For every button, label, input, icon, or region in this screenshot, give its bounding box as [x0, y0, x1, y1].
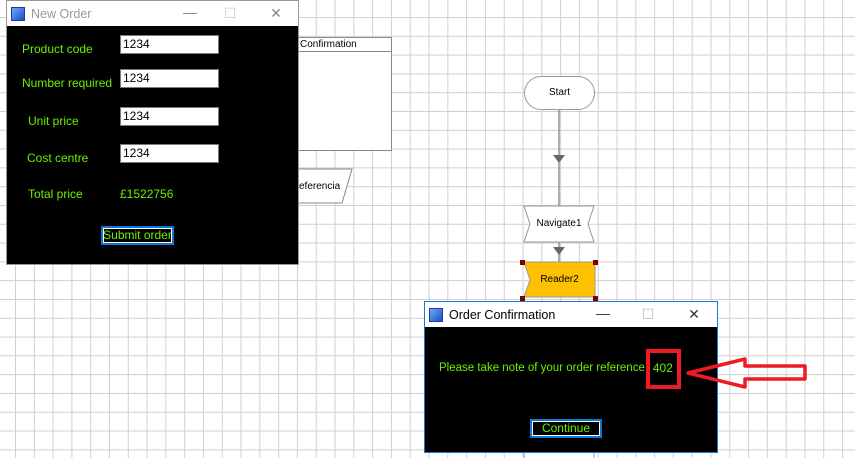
maximize-button[interactable]: ☐ [641, 306, 655, 322]
cost-centre-input[interactable]: 1234 [120, 144, 219, 163]
continue-button[interactable]: Continue [530, 419, 602, 438]
window-title: Order Confirmation [449, 307, 556, 322]
confirmation-box-shape[interactable]: Confirmation [298, 37, 392, 151]
flow-node-reader[interactable]: Reader2 [540, 274, 579, 285]
selection-handle[interactable] [520, 296, 525, 301]
minimize-button[interactable]: — [183, 4, 197, 20]
minimize-button[interactable]: — [596, 305, 610, 321]
flow-node-start[interactable]: Start [524, 76, 595, 110]
highlight-box [645, 349, 681, 389]
cost-centre-label: Cost centre [27, 151, 89, 165]
maximize-button[interactable]: ☐ [223, 5, 237, 21]
confirmation-message-row: Please take note of your order reference… [439, 349, 807, 389]
total-price-value: £1522756 [120, 187, 174, 201]
navigate-shape [523, 205, 595, 243]
arrow-head-icon [553, 155, 565, 163]
submit-order-button[interactable]: Submit order [101, 226, 174, 245]
app-icon [11, 6, 25, 21]
close-button[interactable]: ✕ [270, 5, 282, 21]
confirmation-box-title: Confirmation [299, 38, 391, 52]
referencia-label: eferencia [299, 181, 341, 192]
close-button[interactable]: ✕ [688, 306, 700, 322]
product-code-label: Product code [22, 42, 93, 56]
arrow-head-icon [553, 247, 565, 255]
annotation-arrow-icon [686, 357, 807, 389]
window-title: New Order [31, 6, 92, 21]
unit-price-input[interactable]: 1234 [120, 107, 219, 126]
referencia-shape[interactable] [290, 168, 355, 205]
order-reference-value: 402 [652, 361, 673, 375]
flow-node-navigate[interactable]: Navigate1 [536, 218, 582, 229]
reader-shape [523, 261, 596, 298]
selection-handle[interactable] [593, 260, 598, 265]
product-code-input[interactable]: 1234 [120, 35, 219, 54]
number-required-input[interactable]: 1234 [120, 69, 219, 88]
order-confirmation-window: Order Confirmation — ☐ ✕ Please take not… [424, 301, 807, 453]
start-label: Start [548, 87, 571, 98]
new-order-window: New Order — ☐ ✕ Product code 1234 Number… [6, 0, 299, 265]
confirmation-message: Please take note of your order reference [439, 362, 645, 374]
total-price-label: Total price [28, 187, 83, 201]
order-reference-wrap: 402 [645, 349, 807, 389]
confirmation-titlebar[interactable]: Order Confirmation — ☐ ✕ [425, 302, 717, 327]
unit-price-label: Unit price [28, 114, 79, 128]
number-required-label: Number required [22, 76, 113, 90]
new-order-titlebar[interactable]: New Order — ☐ ✕ [7, 1, 298, 26]
selection-handle[interactable] [520, 260, 525, 265]
app-icon [429, 307, 443, 322]
selection-handle[interactable] [593, 296, 598, 301]
